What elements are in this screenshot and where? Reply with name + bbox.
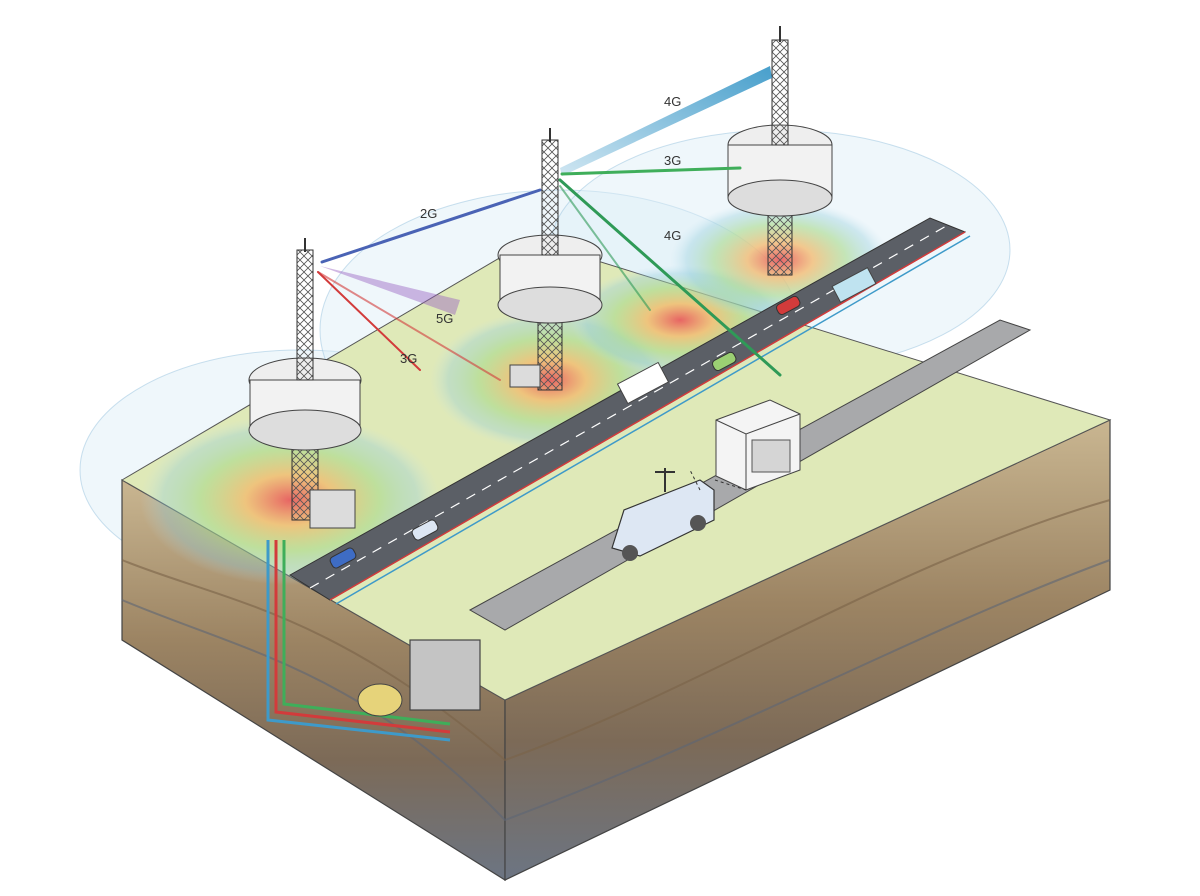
link-3g-left-line <box>317 271 421 371</box>
label-3g-top: 3G <box>664 153 681 168</box>
label-5g: 5G <box>436 311 453 326</box>
truck-icon <box>831 266 877 304</box>
radio-links <box>317 66 782 381</box>
link-3g-top-line <box>560 166 742 176</box>
label-3g-left: 3G <box>400 351 417 366</box>
car-icon <box>775 295 801 316</box>
band-labels: 2G 5G 3G 4G 3G 4G <box>400 94 681 366</box>
label-2g: 2G <box>420 206 437 221</box>
label-4g-mid: 4G <box>664 228 681 243</box>
link-2g-line <box>320 188 542 264</box>
car-icon <box>411 519 439 541</box>
vehicles <box>329 266 877 569</box>
truck-icon <box>616 361 670 405</box>
car-icon <box>329 547 357 569</box>
cell-tower-right <box>727 26 833 276</box>
fiber-conduit-icon <box>266 540 481 742</box>
link-4g-mid-line <box>558 178 782 377</box>
measurement-van-icon <box>611 468 715 561</box>
equipment-shelter-icon <box>689 399 801 491</box>
cell-tower-middle <box>497 128 603 391</box>
link-4g-top-beam <box>560 66 772 176</box>
label-4g-top: 4G <box>664 94 681 109</box>
link-5g-beam <box>320 266 460 315</box>
cell-tower-left <box>248 238 362 529</box>
car-icon <box>711 351 737 372</box>
